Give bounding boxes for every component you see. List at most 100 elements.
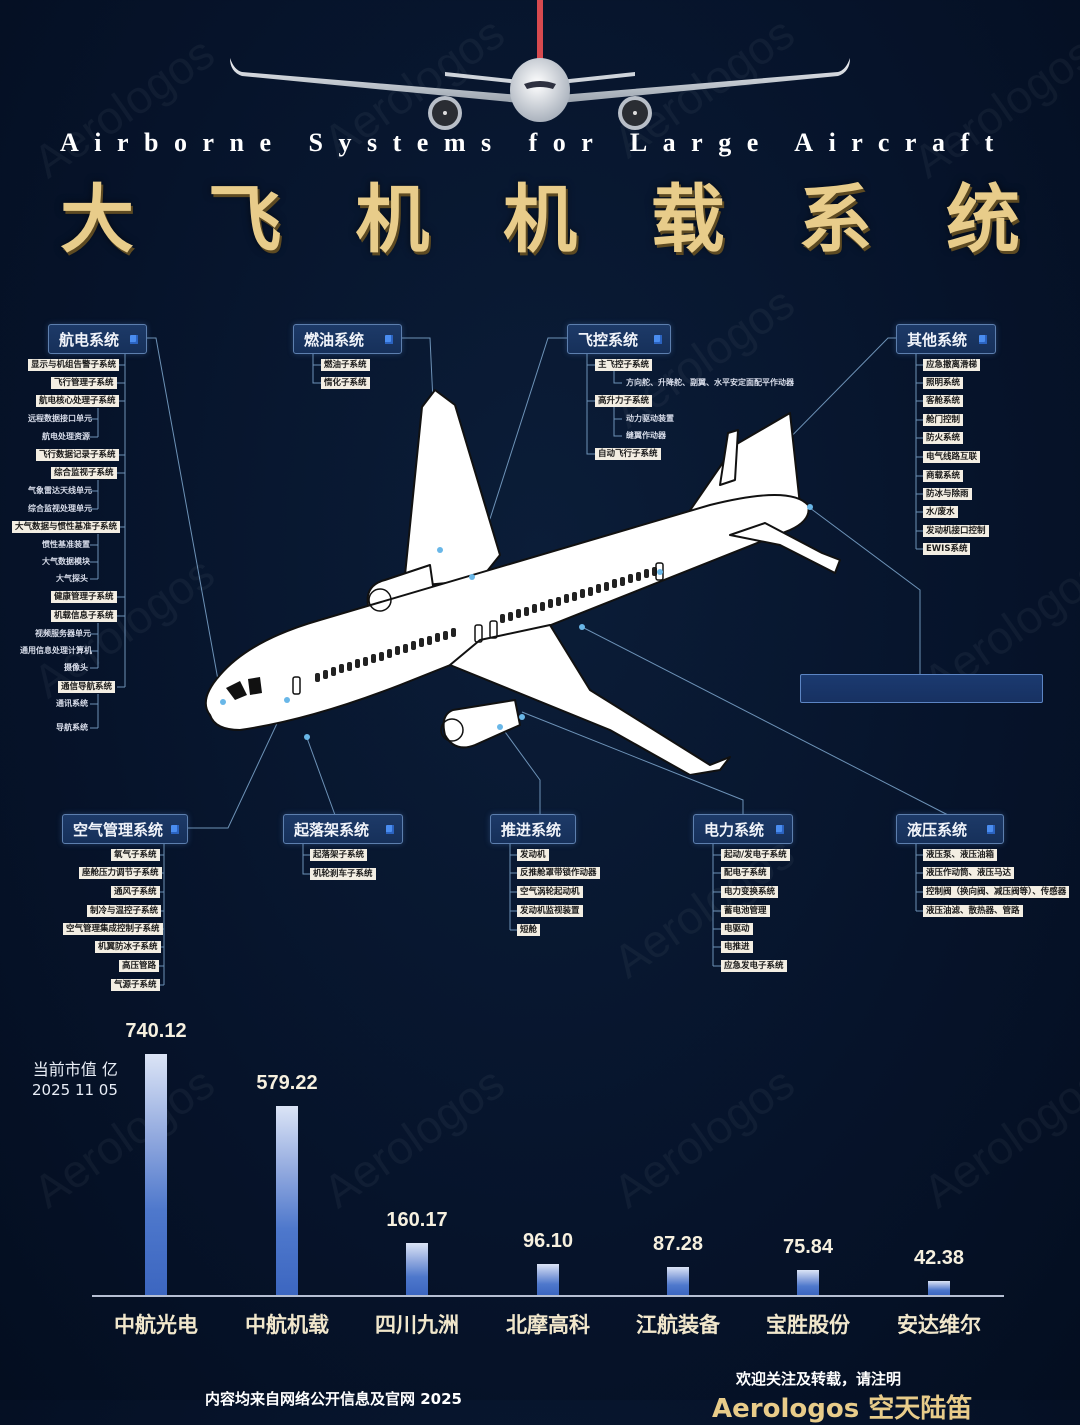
sub-item: 通讯系统 bbox=[56, 699, 88, 708]
sub-item: 大气数据模块 bbox=[42, 557, 90, 566]
leaf-item: 蓄电池管理 bbox=[721, 905, 770, 917]
node-title: 飞控系统 bbox=[578, 330, 639, 349]
node-landing-gear-system: 起落架系统 bbox=[283, 814, 403, 844]
leaf-item: 健康管理子系统 bbox=[51, 591, 117, 603]
bar-value-label: 160.17 bbox=[386, 1209, 448, 1231]
note-icon bbox=[130, 334, 138, 344]
node-hydraulic-system: 液压系统 bbox=[896, 814, 1004, 844]
leaf-item: 发动机监视装置 bbox=[517, 905, 583, 917]
leaf-item: 大气数据与惯性基准子系统 bbox=[12, 521, 121, 533]
connector-lines bbox=[90, 337, 949, 986]
leaf-item: 显示与机组告警子系统 bbox=[28, 359, 120, 371]
bar bbox=[145, 1054, 167, 1295]
node-electrical-system: 电力系统 bbox=[693, 814, 793, 844]
leaf-item: 液压泵、液压油箱 bbox=[923, 849, 998, 861]
node-propulsion-system: 推进系统 bbox=[490, 814, 576, 844]
leaf-item: 高升力子系统 bbox=[595, 395, 653, 407]
leaf-item: 空气涡轮起动机 bbox=[517, 886, 583, 898]
leaf-item: 航电核心处理子系统 bbox=[36, 395, 119, 407]
bar-value-label: 87.28 bbox=[652, 1233, 704, 1255]
title-char: 载 bbox=[650, 177, 725, 263]
leaf-item: 飞行管理子系统 bbox=[51, 377, 117, 389]
leaf-item: 客舱系统 bbox=[923, 395, 964, 407]
leaf-item: 惰化子系统 bbox=[321, 377, 370, 389]
note-icon bbox=[385, 334, 393, 344]
watermark: Aerologos bbox=[603, 1055, 804, 1218]
node-title: 电力系统 bbox=[704, 820, 765, 839]
node-title: 液压系统 bbox=[907, 820, 968, 839]
category-label: 中航机载 bbox=[245, 1313, 329, 1337]
title-char: 机 bbox=[355, 177, 430, 263]
leaf-item: 通风子系统 bbox=[111, 886, 160, 898]
bar-value-label: 740.12 bbox=[125, 1020, 187, 1042]
follow-note: 欢迎关注及转载，请注明 bbox=[736, 1370, 902, 1388]
leaf-item: 发动机接口控制 bbox=[923, 525, 989, 537]
source-note: 内容均来自网络公开信息及官网 2025 bbox=[205, 1390, 462, 1408]
leaf-item: 气源子系统 bbox=[111, 979, 160, 991]
sub-item: 大气探头 bbox=[56, 574, 88, 583]
bar-value-label: 75.84 bbox=[782, 1236, 834, 1258]
category-label: 宝胜股份 bbox=[766, 1313, 850, 1337]
leaf-item: 水/废水 bbox=[923, 506, 958, 518]
sub-item: 通用信息处理计算机 bbox=[20, 646, 92, 655]
title-char: 大 bbox=[60, 177, 134, 263]
node-fuel-system: 燃油系统 bbox=[293, 324, 402, 354]
title-char: 飞 bbox=[207, 177, 282, 263]
leaf-item: 氧气子系统 bbox=[111, 849, 160, 861]
sub-item: 气象雷达天线单元 bbox=[28, 486, 92, 495]
leaf-item: 舱门控制 bbox=[923, 414, 964, 426]
watermark: Aerologos bbox=[913, 1055, 1080, 1218]
title-char: 机 bbox=[502, 177, 577, 263]
leaf-item: 液压油滤、散热器、管路 bbox=[923, 905, 1023, 917]
sub-item: 动力驱动装置 bbox=[626, 414, 674, 423]
bar bbox=[928, 1281, 950, 1295]
redacted-callout-box bbox=[800, 674, 1043, 703]
brand-name: Aerologos 空天陆笛 bbox=[712, 1394, 973, 1424]
leaf-item: 空气管理集成控制子系统 bbox=[63, 923, 163, 935]
note-icon bbox=[654, 334, 662, 344]
leaf-item: 电气线路互联 bbox=[923, 451, 981, 463]
note-icon bbox=[979, 334, 987, 344]
leaf-item: 通信导航系统 bbox=[58, 681, 116, 693]
leaf-item: 高压管路 bbox=[119, 960, 160, 972]
leaf-item: 电力变换系统 bbox=[721, 886, 779, 898]
node-title: 航电系统 bbox=[59, 330, 120, 349]
leaf-item: 防冰与除雨 bbox=[923, 488, 972, 500]
leaf-item: 应急发电子系统 bbox=[721, 960, 787, 972]
node-air-management-system: 空气管理系统 bbox=[62, 814, 188, 844]
sub-item: 综合监视处理单元 bbox=[28, 504, 92, 513]
aircraft-perspective-illustration bbox=[204, 389, 841, 775]
leaf-item: 座舱压力调节子系统 bbox=[79, 867, 162, 879]
node-title: 起落架系统 bbox=[294, 820, 370, 839]
sub-item: 惯性基准装置 bbox=[42, 540, 90, 549]
leaf-item: 控制阀（换向阀、减压阀等）、传感器 bbox=[923, 886, 1070, 898]
bar-value-label: 579.22 bbox=[256, 1072, 318, 1094]
node-title: 燃油系统 bbox=[304, 330, 365, 349]
chart-title: 当前市值 亿 bbox=[32, 1060, 118, 1079]
bar bbox=[276, 1106, 298, 1295]
bar bbox=[797, 1270, 819, 1295]
leaf-item: 起动/发电子系统 bbox=[721, 849, 790, 861]
sub-item: 远程数据接口单元 bbox=[28, 414, 92, 423]
leaf-item: 短舱 bbox=[517, 924, 541, 936]
sub-item: 视频服务器单元 bbox=[35, 629, 91, 638]
leaf-item: 自动飞行子系统 bbox=[595, 448, 661, 460]
sub-item: 航电处理资源 bbox=[42, 432, 90, 441]
note-icon bbox=[776, 824, 784, 834]
category-label: 北摩高科 bbox=[506, 1313, 590, 1337]
title-char: 系 bbox=[798, 177, 873, 263]
leaf-item: 主飞控子系统 bbox=[595, 359, 653, 371]
category-label: 安达维尔 bbox=[897, 1313, 981, 1337]
node-flight-control-system: 飞控系统 bbox=[567, 324, 671, 354]
subtitle-english: Airborne Systems for Large Aircraft bbox=[60, 128, 1009, 157]
leaf-item: 照明系统 bbox=[923, 377, 964, 389]
node-other-systems: 其他系统 bbox=[896, 324, 996, 354]
node-title: 空气管理系统 bbox=[73, 820, 164, 839]
leaf-item: 燃油子系统 bbox=[321, 359, 370, 371]
node-title: 其他系统 bbox=[907, 330, 968, 349]
leaf-item: 防火系统 bbox=[923, 432, 964, 444]
sub-item: 导航系统 bbox=[56, 723, 88, 732]
leaf-item: 电推进 bbox=[721, 941, 753, 953]
category-label: 江航装备 bbox=[636, 1313, 720, 1337]
leaf-item: 电驱动 bbox=[721, 923, 753, 935]
